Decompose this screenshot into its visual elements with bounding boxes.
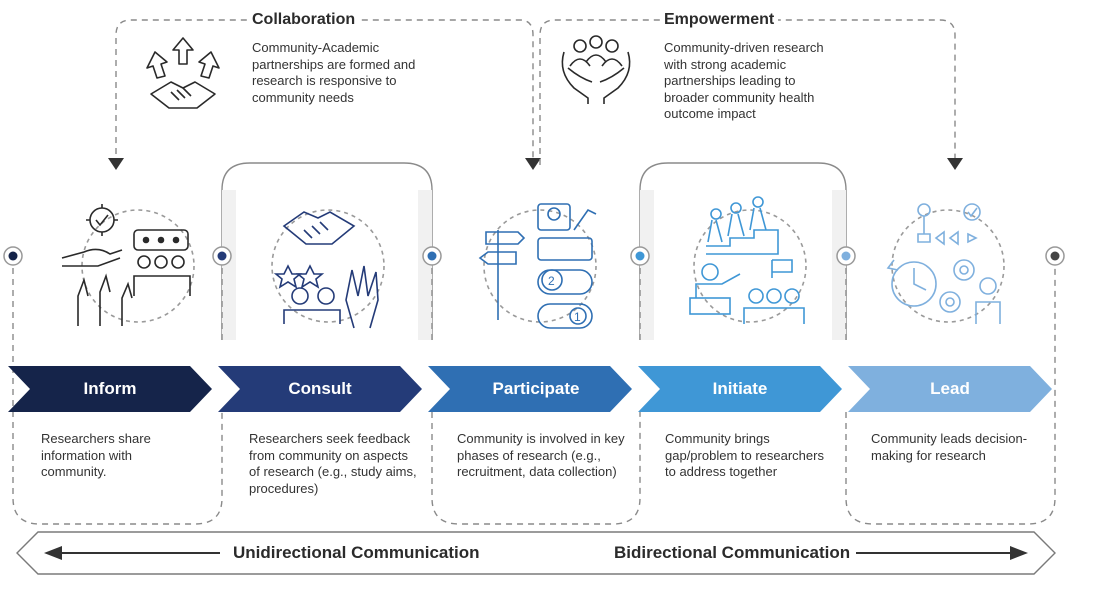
chevron-initiate xyxy=(638,366,842,412)
hands-holding-community-icon xyxy=(561,35,631,104)
stage-label-inform: Inform xyxy=(83,379,137,398)
stage-desc-lead: Community leads decision-making for rese… xyxy=(871,431,1028,463)
empowerment-arrow-right xyxy=(947,158,963,170)
collaboration-arrow-right xyxy=(525,158,541,170)
signpost-steps-icon: 2 1 xyxy=(478,203,597,329)
node-dot-2 xyxy=(212,246,232,266)
stage-desc-initiate: Community brings gap/problem to research… xyxy=(665,431,824,479)
collaboration-description: Community-Academic partnerships are form… xyxy=(252,40,416,105)
chevron-inform xyxy=(8,366,212,412)
right-arrowhead xyxy=(1010,546,1028,560)
collaboration-title: Collaboration xyxy=(248,10,360,30)
node-dot-6 xyxy=(1045,246,1065,266)
chevron-consult xyxy=(218,366,422,412)
node-dot-5 xyxy=(836,246,856,266)
consult-frame-shade-right xyxy=(418,190,432,340)
stage-desc-consult: Researchers seek feedback from community… xyxy=(249,431,417,496)
unidirectional-label: Unidirectional Communication xyxy=(227,542,486,564)
node-dot-3 xyxy=(422,246,442,266)
climbing-team-presentation-icon xyxy=(689,196,807,324)
consult-top-frame xyxy=(221,162,433,340)
node-dot-4 xyxy=(630,246,650,266)
communication-outline-arrow xyxy=(16,531,1056,575)
megaphone-raised-hands-icon xyxy=(61,204,195,326)
initiate-top-frame xyxy=(639,162,847,340)
handshake-feedback-icon xyxy=(271,209,385,329)
stage-label-lead: Lead xyxy=(930,379,970,398)
handshake-arrows-icon xyxy=(146,37,220,109)
stage-desc-inform: Researchers share information with commu… xyxy=(41,431,151,479)
initiate-frame-shade-left xyxy=(640,190,654,340)
chevron-participate xyxy=(428,366,632,412)
collaboration-bracket xyxy=(115,19,534,165)
stage-label-consult: Consult xyxy=(288,379,352,398)
svg-text:2: 2 xyxy=(548,274,555,288)
chevron-lead xyxy=(848,366,1052,412)
process-gears-leader-icon xyxy=(886,203,1005,324)
empowerment-description: Community-driven research with strong ac… xyxy=(664,40,824,121)
stage-label-initiate: Initiate xyxy=(712,379,768,398)
collaboration-arrow-left xyxy=(108,158,124,170)
left-arrowhead xyxy=(44,546,62,560)
empowerment-title: Empowerment xyxy=(660,10,779,30)
svg-text:1: 1 xyxy=(574,310,581,324)
initiate-frame-shade-right xyxy=(832,190,846,340)
stage-label-participate: Participate xyxy=(492,379,580,398)
consult-frame-shade-left xyxy=(222,190,236,340)
stage-desc-participate: Community is involved in key phases of r… xyxy=(457,431,625,479)
bidirectional-label: Bidirectional Communication xyxy=(608,542,857,564)
node-dot-1 xyxy=(3,246,23,266)
